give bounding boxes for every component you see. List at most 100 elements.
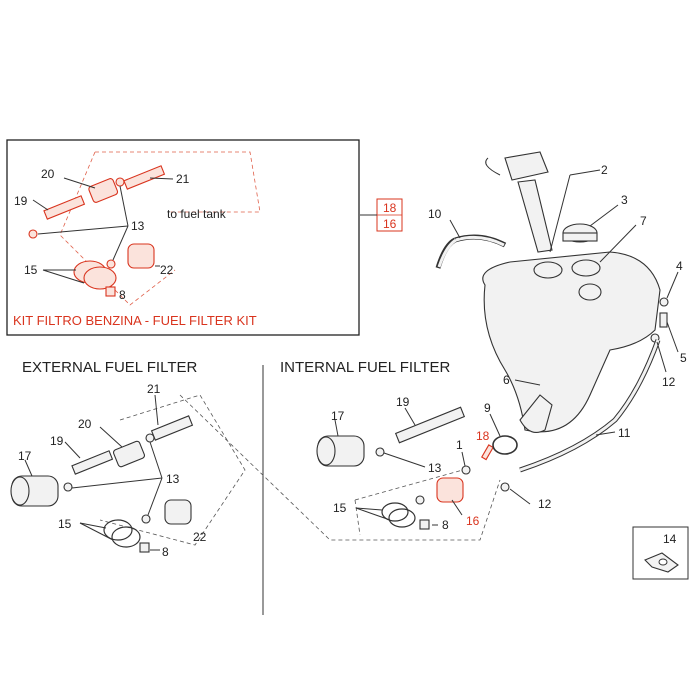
- leader-tank-6: [514, 379, 541, 386]
- tank-washer-4: [659, 297, 669, 307]
- int-callout-9: 9: [484, 401, 491, 415]
- kit-callout-8: 8: [119, 288, 126, 302]
- ext-callout-13: 13: [166, 472, 180, 486]
- int-callout-16: 16: [466, 514, 480, 528]
- tank-pump-mount: [578, 283, 602, 301]
- to-fuel-tank-label: to fuel tank: [167, 207, 227, 221]
- ext-filter-20: [113, 440, 145, 468]
- int-callout-8: 8: [442, 518, 449, 532]
- tank-screw-5: [659, 312, 668, 328]
- ext-nut-8: [139, 542, 150, 553]
- ext-callout-19: 19: [50, 434, 64, 448]
- internal-filter-group: 19 17 13 15 8 16 9 1 18 12: [179, 394, 552, 541]
- kit-callout-20: 20: [41, 167, 55, 181]
- kit-filter-cap-22: [127, 243, 155, 269]
- kit-reference-box: 18 16: [360, 198, 403, 232]
- leader-ext-15a: [79, 522, 107, 529]
- leader-int-15a: [355, 507, 383, 511]
- int-dashed-inner: [354, 467, 471, 536]
- leader-kit-21: [149, 177, 174, 180]
- int-callout-17: 17: [331, 409, 345, 423]
- leader-tank-3: [589, 204, 619, 227]
- int-callout-15: 15: [333, 501, 347, 515]
- leader-ext-19: [64, 441, 81, 459]
- int-o-ring-15a: [381, 502, 409, 522]
- leader-kit-13a: [37, 225, 129, 235]
- leader-ext-13c: [147, 477, 163, 516]
- kit-fuel-pipe-19: [43, 195, 86, 220]
- tank-callout-7: 7: [640, 214, 647, 228]
- int-clamp-1: [461, 465, 471, 475]
- ext-filter-cap-22: [164, 499, 192, 525]
- int-callout-12: 12: [538, 497, 552, 511]
- kit-o-ring-15b: [83, 266, 117, 290]
- tank-body-6: [482, 251, 661, 433]
- kit-clamp-13: [28, 229, 38, 239]
- kit-frame: [6, 139, 360, 336]
- kit-clamp-13c: [106, 259, 116, 269]
- int-clamp-12: [500, 482, 510, 492]
- ext-housing-end: [10, 476, 30, 506]
- leader-int-17: [334, 419, 339, 437]
- ext-callout-22: 22: [193, 530, 207, 544]
- internal-filter-heading: INTERNAL FUEL FILTER: [280, 359, 450, 376]
- leader-int-19: [404, 407, 416, 426]
- tank-hose-11-inner: [519, 339, 660, 472]
- int-callout-13: 13: [428, 461, 442, 475]
- tank-callout-11: 11: [618, 426, 631, 440]
- external-filter-heading: EXTERNAL FUEL FILTER: [22, 359, 197, 376]
- ext-callout-17: 17: [18, 449, 32, 463]
- int-callout-19: 19: [396, 395, 410, 409]
- leader-ext-13b: [149, 441, 163, 479]
- kit-dashed-outline: [59, 151, 261, 306]
- ext-clamp-13b: [145, 433, 155, 443]
- ext-o-ring-15a: [103, 519, 133, 541]
- tank-callout-5: 5: [680, 351, 687, 365]
- leader-tank-2: [569, 169, 601, 176]
- kit-nut-8: [105, 286, 116, 297]
- tank-cap-rim: [562, 232, 598, 242]
- leader-tank-7: [599, 224, 637, 263]
- kit-callout-19: 19: [14, 194, 28, 208]
- int-o-ring-15b: [388, 508, 416, 528]
- tank-callout-2: 2: [601, 163, 608, 177]
- ext-o-ring-15b: [111, 526, 141, 548]
- int-spring-18: [481, 444, 494, 461]
- tank-filler-opening: [533, 261, 563, 279]
- tank-filler-flange: [504, 151, 549, 181]
- leader-tank-10: [449, 219, 461, 239]
- tank-callout-12: 12: [662, 375, 676, 389]
- ext-callout-15: 15: [58, 517, 72, 531]
- leader-int-9: [489, 413, 501, 437]
- tank-outlet: [519, 394, 553, 433]
- leader-int-15b: [355, 507, 391, 521]
- ext-callout-8: 8: [162, 545, 169, 559]
- int-dashed-outline: [179, 394, 501, 541]
- leader-kit-20: [63, 177, 96, 189]
- ext-clamp-13c: [141, 514, 151, 524]
- leader-tank-5: [666, 321, 679, 353]
- kit-ref-18: 18: [383, 201, 397, 215]
- kit-filter-20: [88, 178, 119, 203]
- leader-int-1: [461, 451, 466, 467]
- leader-kit-19: [32, 199, 49, 211]
- kit-title: KIT FILTRO BENZINA - FUEL FILTER KIT: [13, 313, 257, 328]
- leader-int-12: [509, 488, 531, 505]
- int-fuel-pipe-19: [394, 406, 466, 444]
- int-housing-end: [316, 436, 336, 466]
- leader-kit-13c: [112, 225, 129, 261]
- ext-dashed-outline: [99, 394, 246, 546]
- leader-kit-15b: [42, 269, 85, 284]
- leader-ext-17: [24, 459, 33, 477]
- leader-int-13: [383, 452, 426, 468]
- leader-ext-21: [154, 394, 159, 426]
- kit-callout-13: 13: [131, 219, 145, 233]
- fuel-filter-kit-box: 20 21 19 13 15 22 8 to fuel tank KIT FIL…: [6, 139, 360, 336]
- leader-int-16: [451, 499, 463, 516]
- hose-clip-hole: [658, 558, 668, 566]
- int-clamp-13a: [375, 447, 385, 457]
- tank-hose-10-inner: [437, 235, 505, 268]
- kit-ref-16: 16: [383, 217, 397, 231]
- int-callout-18: 18: [476, 429, 490, 443]
